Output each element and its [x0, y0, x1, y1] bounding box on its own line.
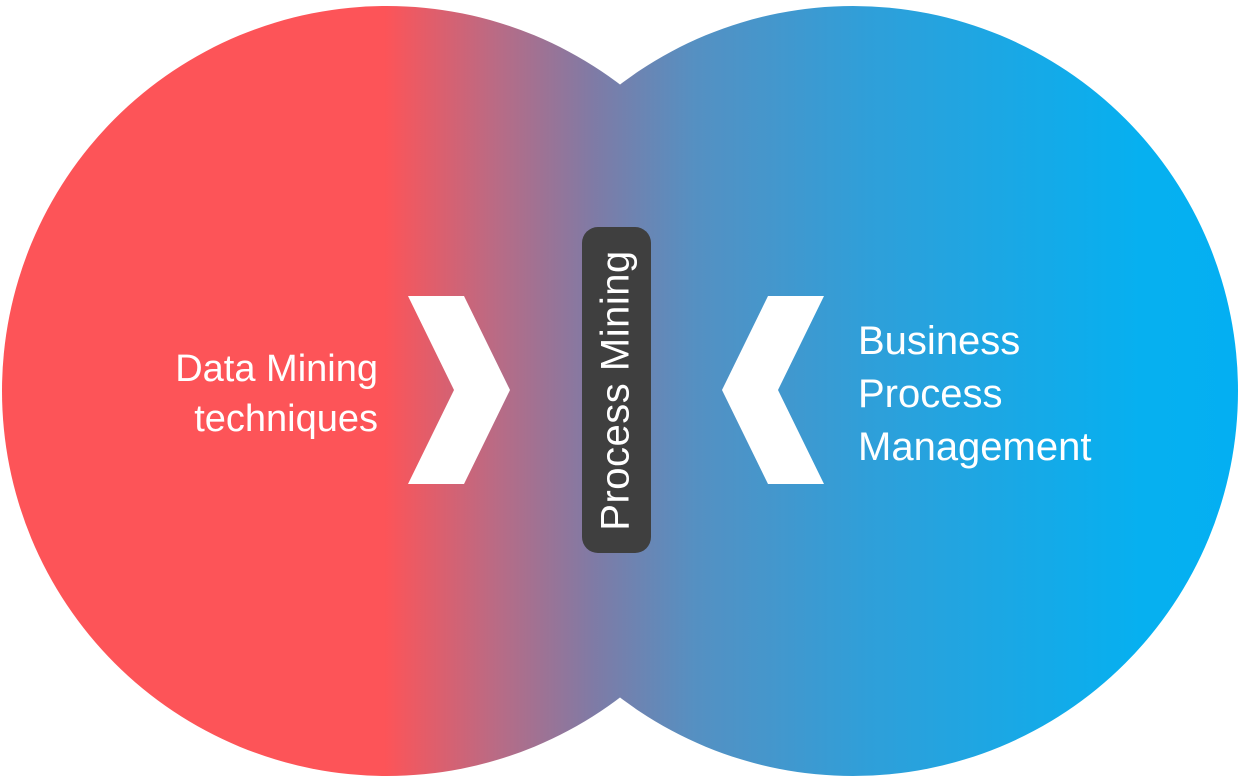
- bpm-label: Business Process Management: [858, 315, 1091, 474]
- process-mining-badge: Process Mining: [582, 227, 651, 553]
- bpm-label-line3: Management: [858, 425, 1092, 469]
- chevron-right-icon: [408, 296, 510, 484]
- bpm-label-line1: Business: [858, 319, 1021, 363]
- chevron-left-icon: [722, 296, 824, 484]
- data-mining-label-line2: techniques: [194, 398, 378, 440]
- process-mining-badge-label: Process Mining: [594, 249, 638, 531]
- data-mining-label: Data Mining techniques: [175, 344, 378, 444]
- bpm-label-line2: Process: [858, 372, 1003, 416]
- data-mining-label-line1: Data Mining: [175, 348, 378, 390]
